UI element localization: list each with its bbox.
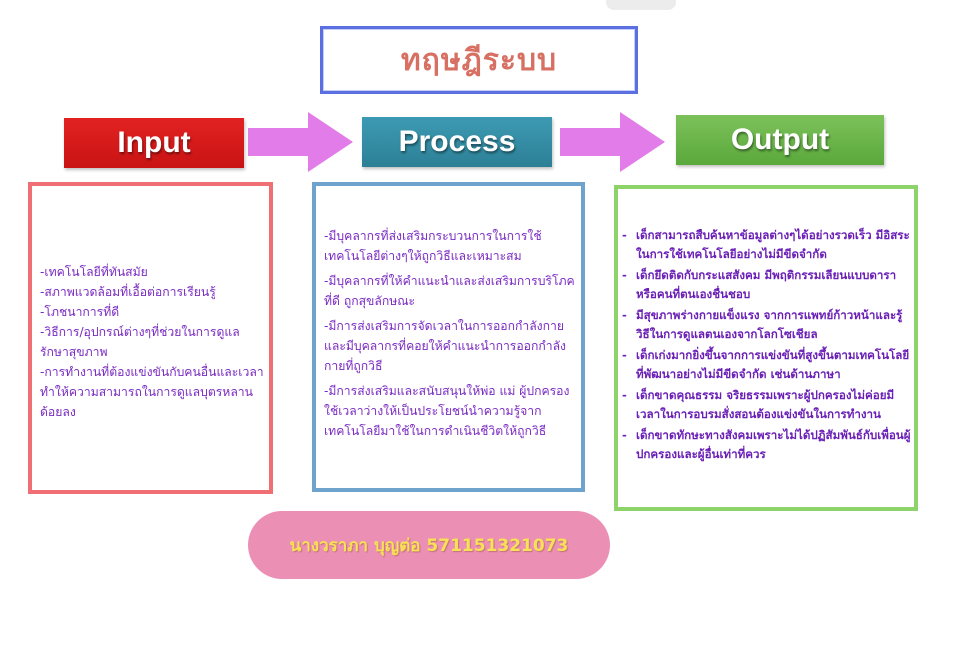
output-item-text: เด็กยึดติดกับกระแสสังคม มีพฤติกรรมเลียนแ…	[636, 268, 897, 301]
output-item-text: เด็กเก่งมากยิ่งขึ้นจากการแข่งขันที่สูงขึ…	[636, 348, 910, 381]
output-header: Output	[676, 115, 884, 165]
process-header: Process	[362, 117, 552, 167]
process-item: -มีบุคลากรที่ส่งเสริมกระบวนการในการใช้เท…	[324, 229, 542, 263]
top-tab	[606, 0, 676, 10]
input-item: -โภชนาการที่ดี	[40, 305, 120, 319]
output-item: -เด็กขาดทักษะทางสังคมเพราะไม่ได้ปฏิสัมพั…	[622, 426, 914, 464]
output-item: -มีสุขภาพร่างกายแข็งแรง จากการแพทย์ก้าวห…	[622, 306, 914, 344]
process-item: -มีบุคลากรที่ให้คำแนะนำและส่งเสริมการบริ…	[324, 274, 575, 308]
output-bullet: -	[622, 348, 627, 362]
output-bullet: -	[622, 428, 627, 442]
input-item: -วิธีการ/อุปกรณ์ต่างๆที่ช่วยในการดูแลรัก…	[40, 325, 240, 359]
process-list: -มีบุคลากรที่ส่งเสริมกระบวนการในการใช้เท…	[324, 226, 580, 446]
output-bullet: -	[622, 268, 627, 282]
author-name: นางวราภา บุญต่อ 571151321073	[289, 535, 569, 556]
process-item: -มีการส่งเสริมการจัดเวลาในการออกกำลังกาย…	[324, 319, 566, 373]
process-box	[312, 182, 585, 492]
input-header: Input	[64, 118, 244, 168]
output-box	[614, 185, 918, 511]
output-item-text: เด็กขาดคุณธรรม จริยธรรมเพราะผู้ปกครองไม่…	[636, 388, 895, 421]
output-bullet: -	[622, 228, 627, 242]
author-pill: นางวราภา บุญต่อ 571151321073	[248, 511, 610, 579]
diagram-title: ทฤษฎีระบบ	[400, 42, 558, 78]
arrow-input-to-process-icon	[248, 112, 353, 172]
output-item: -เด็กเก่งมากยิ่งขึ้นจากการแข่งขันที่สูงข…	[622, 346, 914, 384]
title-box: ทฤษฎีระบบ	[320, 26, 638, 94]
input-item: -การทำงานที่ต้องแข่งขันกับคนอื่นและเวลาท…	[40, 365, 264, 419]
output-item: -เด็กยึดติดกับกระแสสังคม มีพฤติกรรมเลียน…	[622, 266, 914, 304]
output-bullet: -	[622, 388, 627, 402]
output-item-text: เด็กสามารถสืบค้นหาข้อมูลต่างๆได้อย่างรวด…	[636, 228, 910, 261]
input-list: -เทคโนโลยีที่ทันสมัย -สภาพแวดล้อมที่เอื้…	[40, 262, 268, 422]
output-item: -เด็กขาดคุณธรรม จริยธรรมเพราะผู้ปกครองไม…	[622, 386, 914, 424]
arrow-process-to-output-icon	[560, 112, 665, 172]
process-item: -มีการส่งเสริมและสนับสนุนให้พ่อ แม่ ผู้ป…	[324, 384, 570, 438]
input-box	[28, 182, 273, 494]
output-list: -เด็กสามารถสืบค้นหาข้อมูลต่างๆได้อย่างรว…	[622, 226, 914, 466]
output-item: -เด็กสามารถสืบค้นหาข้อมูลต่างๆได้อย่างรว…	[622, 226, 914, 264]
output-bullet: -	[622, 308, 627, 322]
input-item: -เทคโนโลยีที่ทันสมัย	[40, 265, 148, 279]
input-item: -สภาพแวดล้อมที่เอื้อต่อการเรียนรู้	[40, 285, 216, 299]
output-item-text: เด็กขาดทักษะทางสังคมเพราะไม่ได้ปฏิสัมพัน…	[636, 428, 911, 461]
output-item-text: มีสุขภาพร่างกายแข็งแรง จากการแพทย์ก้าวหน…	[636, 308, 903, 341]
